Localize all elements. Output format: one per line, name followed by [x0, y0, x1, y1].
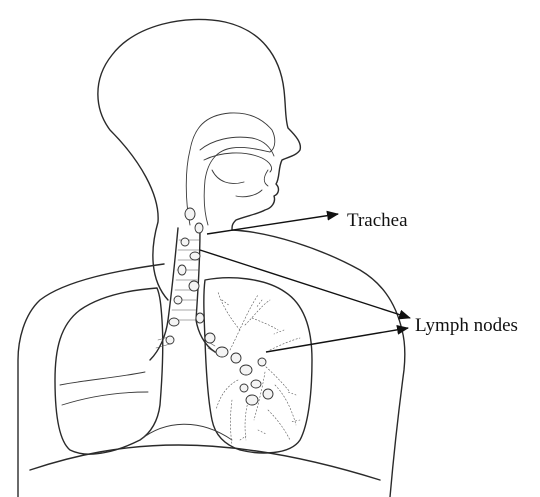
trachea-arrow: [207, 214, 338, 234]
lymph-node: [181, 238, 189, 246]
lymph-node: [166, 336, 174, 344]
lymph-node: [190, 252, 200, 260]
left-lung: [55, 288, 163, 454]
lymph-node: [216, 347, 228, 357]
lymph-node: [189, 281, 199, 291]
lymph-node: [195, 223, 203, 233]
lymph-node: [185, 208, 195, 220]
lymph-node: [178, 265, 186, 275]
lymph-node: [205, 333, 215, 343]
lymph-node: [240, 365, 252, 375]
diaphragm: [30, 424, 380, 480]
lymph-node: [263, 389, 273, 399]
lymph-node: [258, 358, 266, 366]
lymph-node: [240, 384, 248, 392]
lymph-nodes-label: Lymph nodes: [415, 315, 518, 336]
right-lung: [204, 278, 312, 453]
lymph-node: [231, 353, 241, 363]
bronchial-tree: [216, 292, 300, 445]
nasal-oral-cavity: [186, 113, 275, 225]
body-outline: [18, 19, 405, 497]
trachea-label: Trachea: [347, 210, 408, 231]
pointer-arrows: [200, 214, 410, 352]
lymph-arrow-lower: [266, 328, 408, 352]
lymph-node: [174, 296, 182, 304]
lymph-node: [246, 395, 258, 405]
lymph-node: [169, 318, 179, 326]
lymph-node: [196, 313, 204, 323]
lymph-node: [251, 380, 261, 388]
